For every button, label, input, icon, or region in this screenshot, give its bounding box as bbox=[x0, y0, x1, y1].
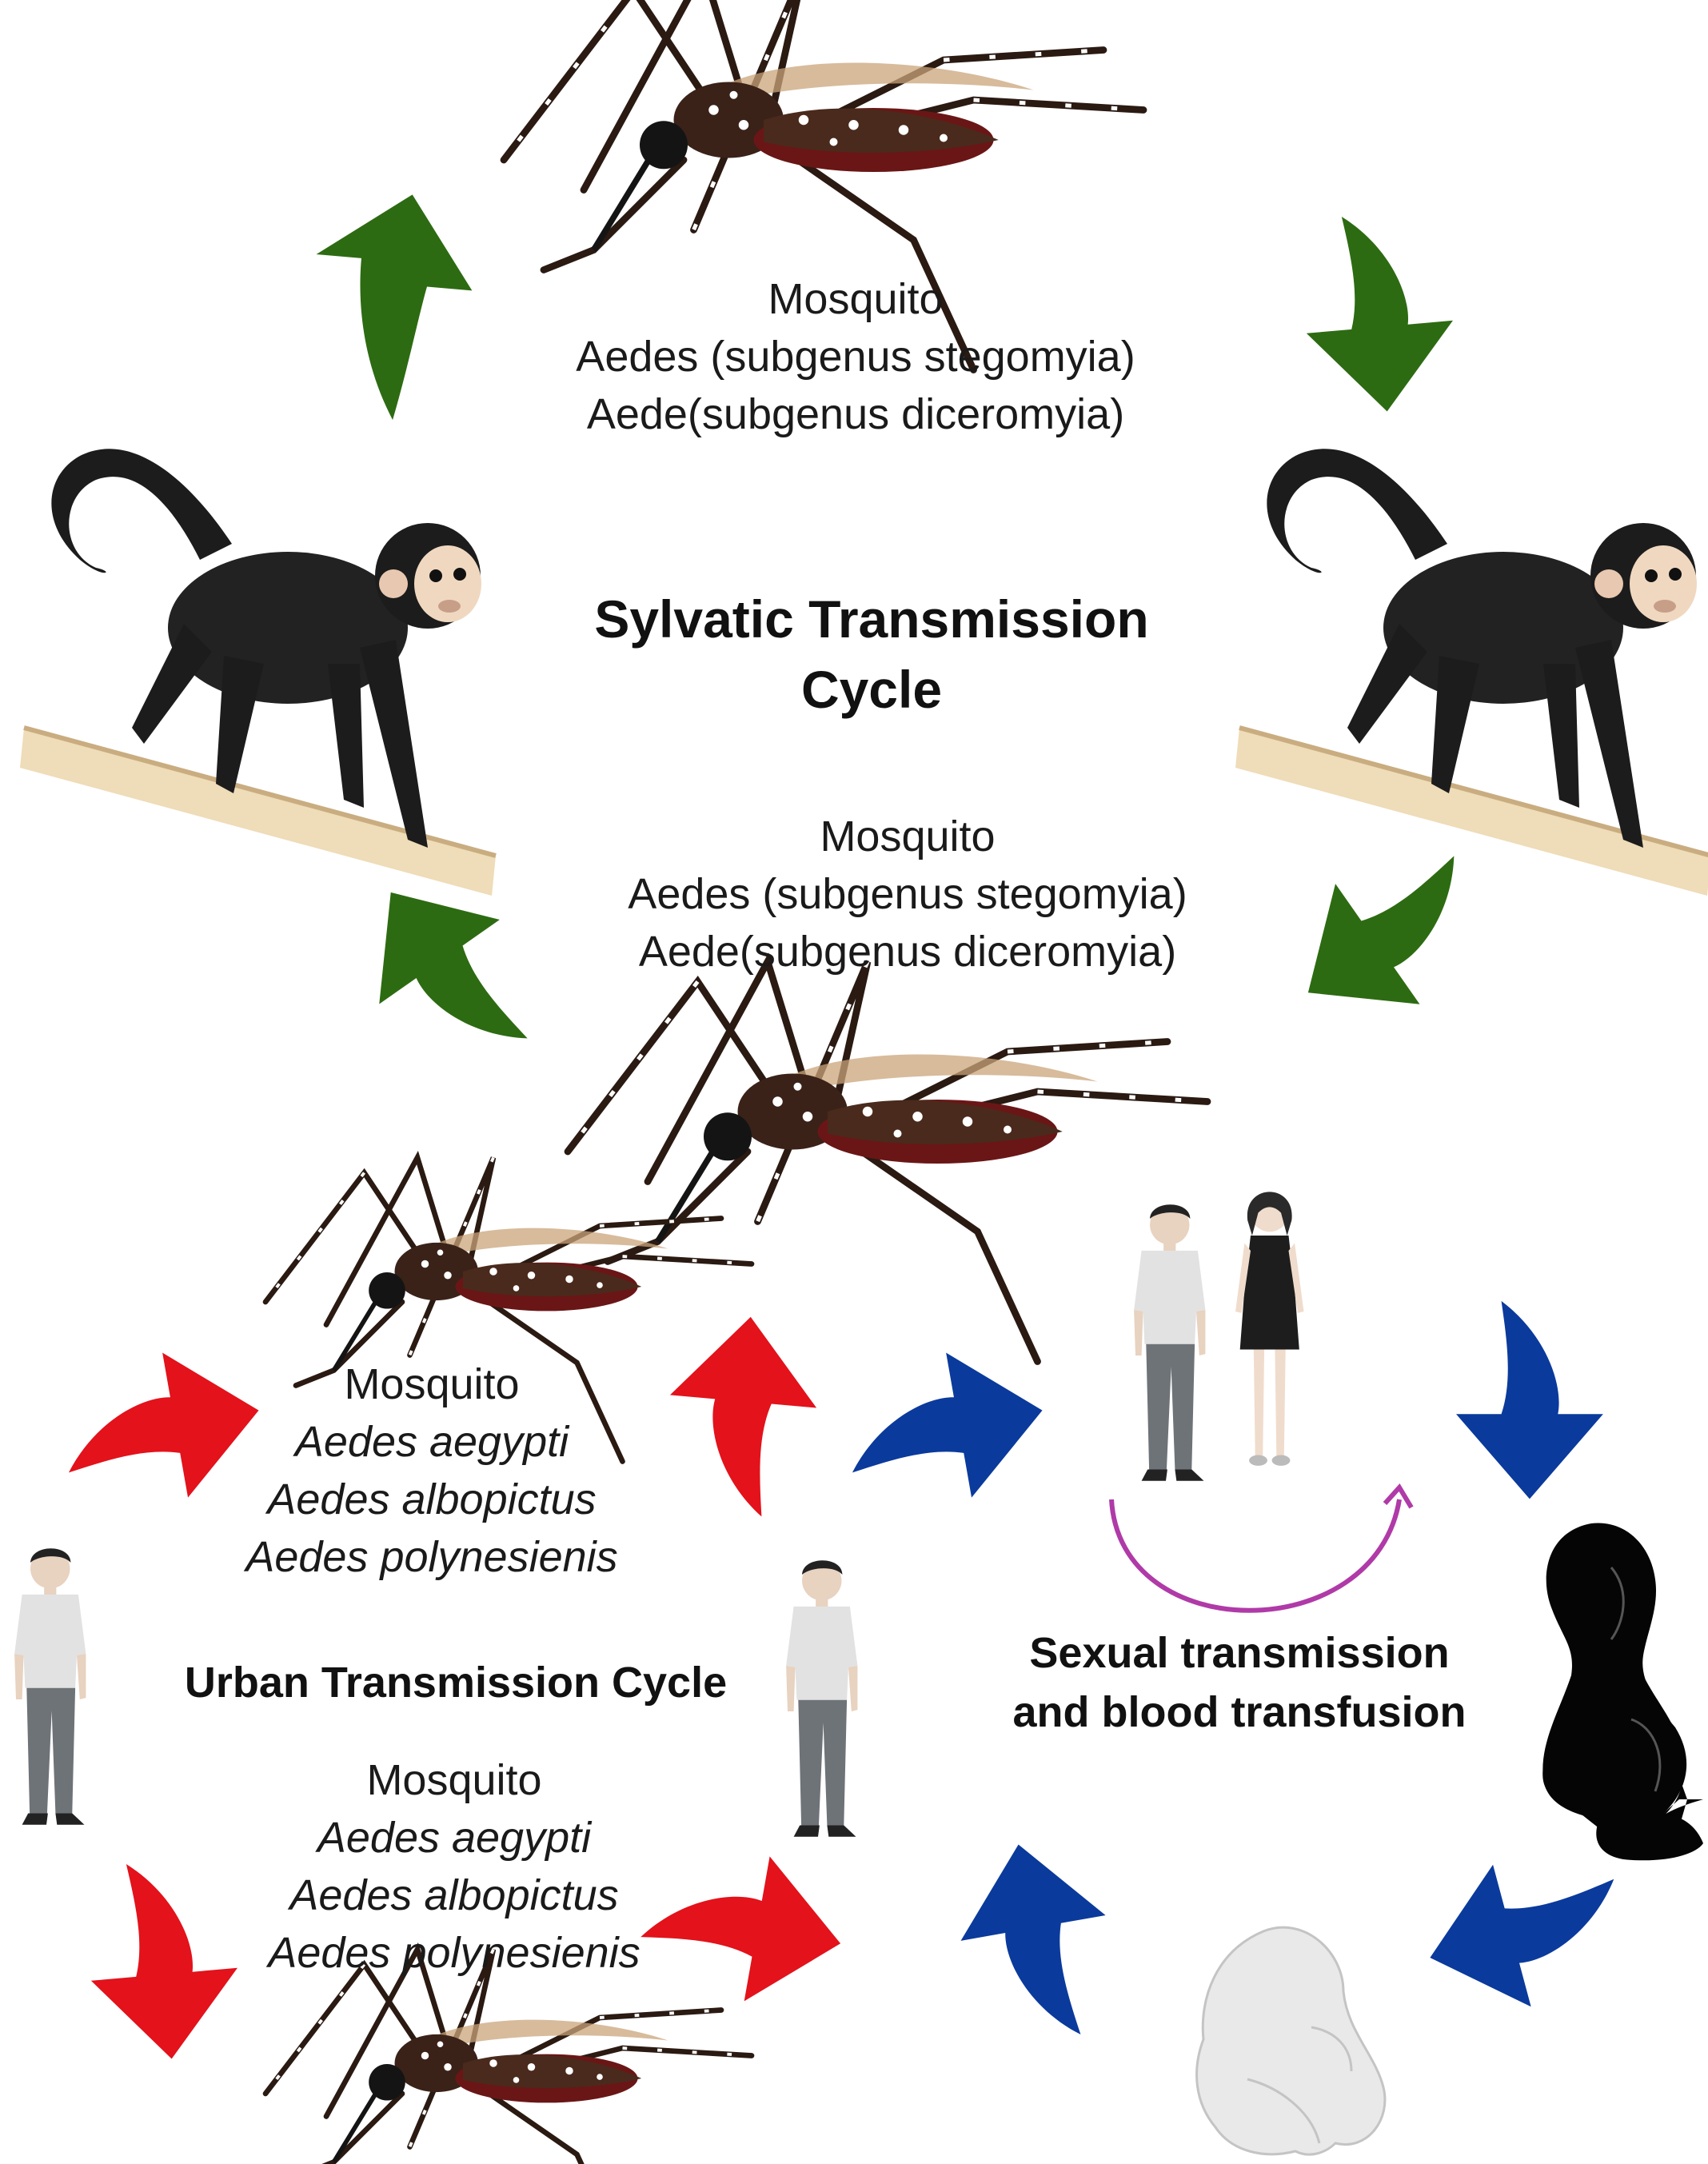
couple-arc-arrowhead bbox=[1383, 1483, 1414, 1509]
sylvatic-top-label: Mosquito Aedes (subgenus stegomyia) Aede… bbox=[528, 270, 1183, 443]
title-line: and blood transfusion bbox=[1012, 1688, 1467, 1736]
green-arrow-down-right bbox=[1306, 216, 1453, 412]
woman-icon bbox=[1235, 1192, 1304, 1466]
sylvatic-title: Sylvatic Transmission Cycle bbox=[488, 584, 1255, 725]
label-line: Aede(subgenus diceromyia) bbox=[586, 390, 1125, 438]
sylvatic-arrows bbox=[316, 194, 1455, 1039]
title-line: Sexual transmission bbox=[1029, 1629, 1450, 1677]
urban-top-label: Mosquito Aedes aegypti Aedes albopictus … bbox=[192, 1355, 672, 1586]
species-line: Aedes aegypti bbox=[317, 1814, 592, 1862]
green-arrow-up-right bbox=[316, 194, 473, 421]
species-line: Aedes polynesienis bbox=[245, 1533, 618, 1581]
urban-title: Urban Transmission Cycle bbox=[120, 1653, 792, 1712]
blue-arrow-down-left bbox=[1430, 1864, 1614, 2007]
label-line: Aedes (subgenus stegomyia) bbox=[576, 333, 1135, 381]
label-line: Mosquito bbox=[344, 1360, 520, 1408]
label-line: Aede(subgenus diceromyia) bbox=[638, 928, 1177, 976]
sexual-title: Sexual transmission and blood transfusio… bbox=[960, 1623, 1519, 1742]
species-line: Aedes aegypti bbox=[294, 1418, 569, 1466]
red-arrow-up-right-side bbox=[669, 1316, 817, 1517]
urban-arrows bbox=[68, 1316, 841, 2059]
green-arrow-up-left bbox=[379, 892, 528, 1039]
blue-arrow-up-left bbox=[960, 1844, 1106, 2035]
monkey-icon bbox=[1235, 449, 1708, 896]
couple-arc bbox=[1109, 1499, 1402, 1613]
pregnant-woman-icon bbox=[1542, 1523, 1703, 1861]
title-line: Sylvatic Transmission bbox=[594, 589, 1149, 649]
species-line: Aedes albopictus bbox=[267, 1475, 597, 1523]
label-line: Mosquito bbox=[768, 275, 944, 323]
fetus-icon bbox=[1195, 1926, 1387, 2156]
man-icon bbox=[14, 1548, 86, 1825]
sylvatic-mid-label: Mosquito Aedes (subgenus stegomyia) Aede… bbox=[580, 808, 1235, 980]
red-arrow-down-left-side bbox=[90, 1863, 237, 2059]
label-line: Aedes (subgenus stegomyia) bbox=[628, 870, 1187, 918]
label-line: Mosquito bbox=[366, 1756, 542, 1804]
urban-bottom-label: Mosquito Aedes aegypti Aedes albopictus … bbox=[214, 1751, 694, 1982]
blue-arrow-up-right bbox=[852, 1352, 1043, 1498]
red-arrow-up-left-side bbox=[68, 1352, 259, 1498]
title-line: Urban Transmission Cycle bbox=[184, 1659, 728, 1707]
sexual-arrows bbox=[852, 1300, 1614, 2035]
red-arrow-up-right-bottom bbox=[640, 1856, 841, 2002]
species-line: Aedes albopictus bbox=[289, 1871, 619, 1919]
title-line: Cycle bbox=[800, 660, 943, 719]
pregnant-woman-outline bbox=[1610, 1567, 1662, 1792]
monkey-icon bbox=[20, 449, 496, 896]
blue-arrow-down-right bbox=[1456, 1300, 1603, 1499]
green-arrow-down-left bbox=[1307, 856, 1455, 1004]
mosquito-icon bbox=[568, 962, 1207, 1362]
man-icon bbox=[1134, 1204, 1206, 1481]
man-icon bbox=[786, 1560, 858, 1837]
label-line: Mosquito bbox=[820, 812, 996, 860]
species-line: Aedes polynesienis bbox=[268, 1929, 640, 1977]
